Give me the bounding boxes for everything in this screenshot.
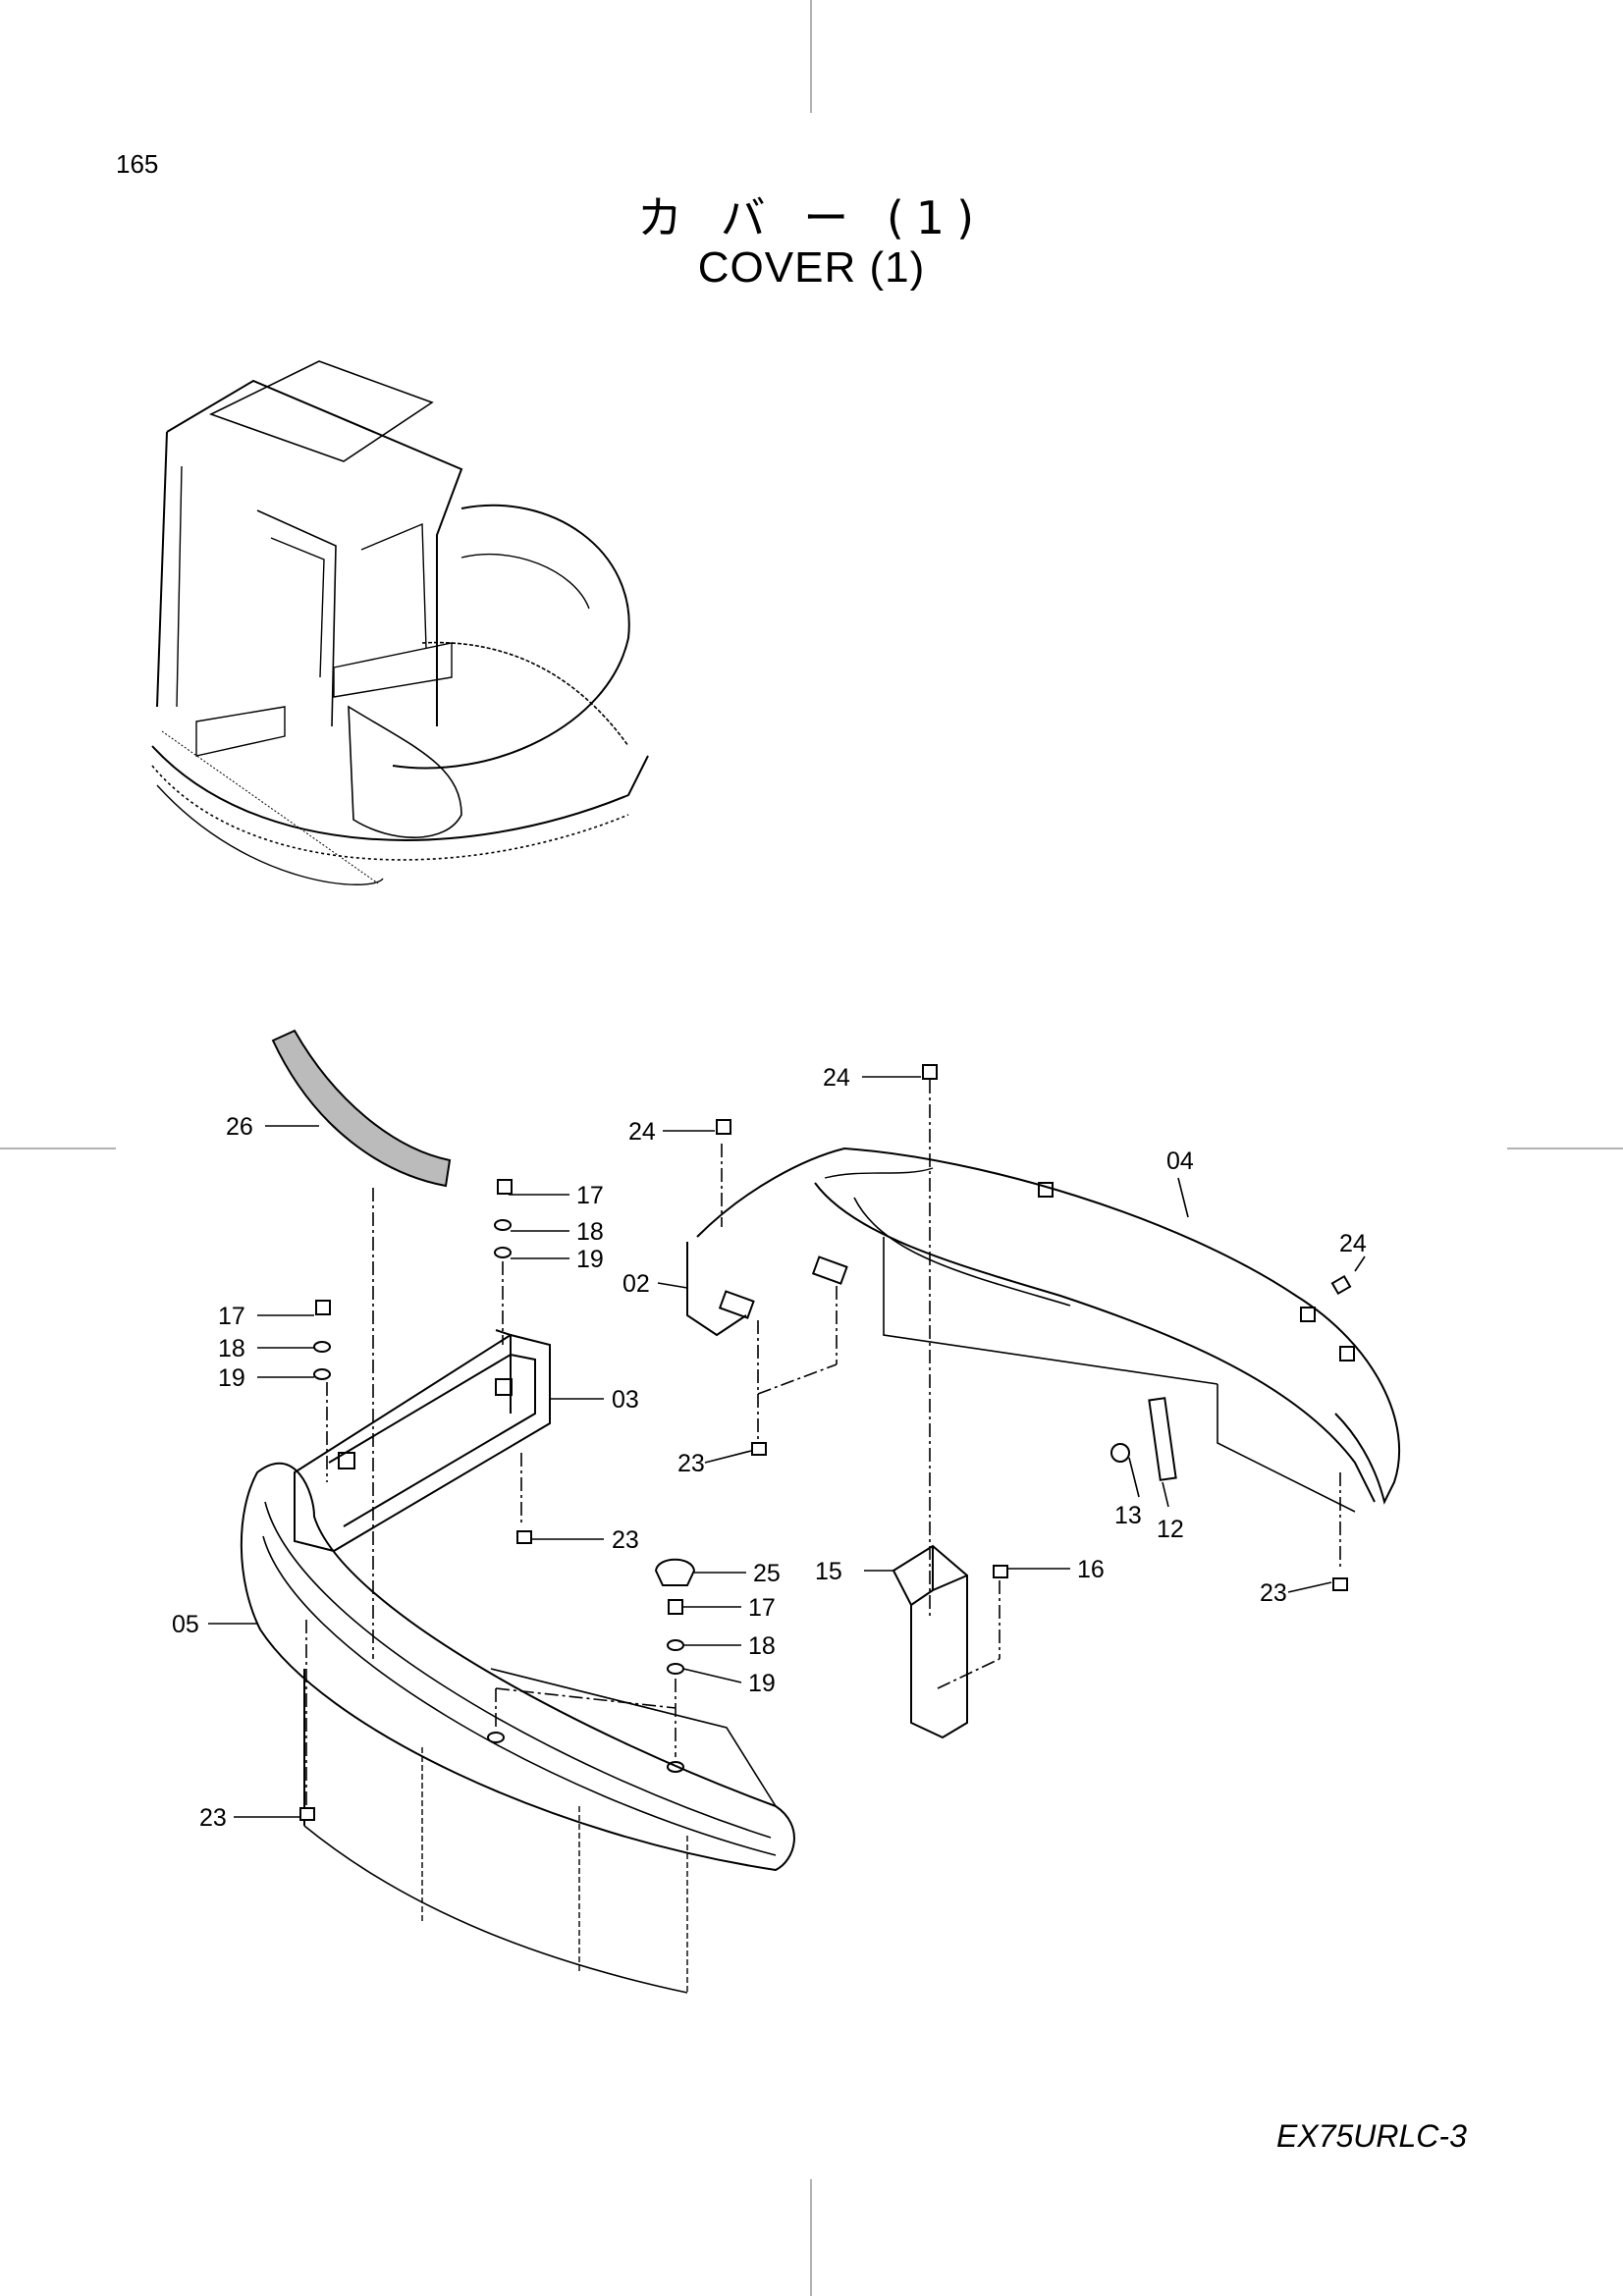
callout-25: 25 [753, 1560, 781, 1587]
leader-lines [208, 1076, 1366, 1818]
callout-24-left: 24 [628, 1118, 656, 1146]
callout-26: 26 [226, 1113, 253, 1141]
callout-16: 16 [1077, 1556, 1105, 1583]
callout-18-left: 18 [218, 1335, 245, 1362]
callout-17-lower: 17 [748, 1594, 776, 1622]
page-number: 165 [116, 149, 159, 179]
part-05-front-cover [240, 1462, 795, 1994]
part-12-plate [1148, 1397, 1177, 1481]
callout-03: 03 [612, 1386, 639, 1414]
callout-labels: 26 24 24 04 24 17 18 19 02 17 18 19 03 2… [172, 1064, 1367, 1832]
excavator-overview-illustration [151, 360, 649, 885]
model-code: EX75URLC-3 [1276, 2118, 1467, 2154]
part-26-strip [271, 1029, 452, 1188]
part-03-bracket [294, 1329, 551, 1553]
fastener-icons [299, 1064, 1352, 1821]
callout-24-top: 24 [823, 1064, 850, 1092]
title-english: COVER (1) [697, 243, 926, 292]
callout-23-right: 23 [1260, 1579, 1287, 1607]
callout-13: 13 [1114, 1502, 1142, 1529]
callout-17-upper: 17 [576, 1182, 604, 1209]
callout-15: 15 [815, 1558, 842, 1585]
callout-23-lower: 23 [199, 1804, 227, 1832]
callout-18-lower: 18 [748, 1632, 776, 1660]
callout-12: 12 [1157, 1516, 1184, 1543]
part-04-rear-cover [686, 1147, 1401, 1513]
callout-23-middle: 23 [612, 1526, 639, 1554]
callout-23-upper: 23 [677, 1450, 705, 1477]
assembly-lines [305, 1080, 1341, 1806]
callout-02: 02 [622, 1270, 650, 1298]
callout-24-right: 24 [1339, 1230, 1367, 1257]
part-15-guard [892, 1544, 968, 1739]
title-japanese: カ バ ー (1) [636, 191, 987, 244]
callout-18-upper: 18 [576, 1218, 604, 1246]
callout-19-left: 19 [218, 1364, 245, 1392]
callout-19-upper: 19 [576, 1246, 604, 1273]
callout-04: 04 [1166, 1148, 1194, 1175]
callout-17-left: 17 [218, 1303, 245, 1330]
callout-19-lower: 19 [748, 1670, 776, 1697]
callout-05: 05 [172, 1611, 199, 1638]
